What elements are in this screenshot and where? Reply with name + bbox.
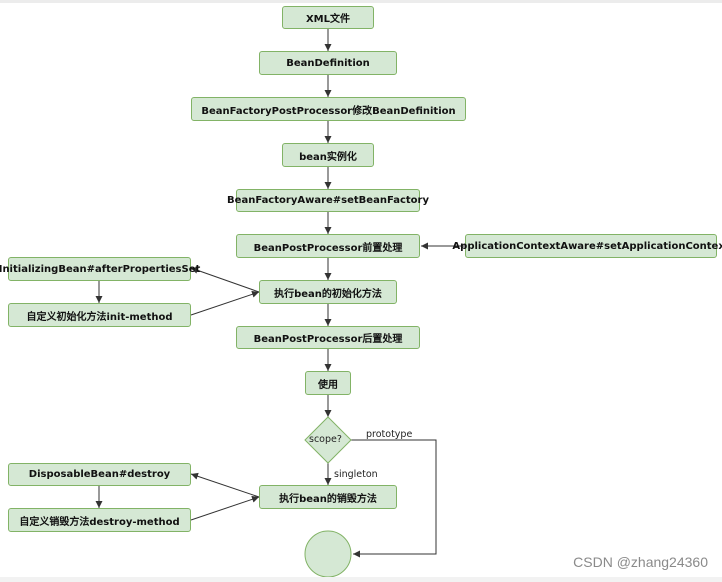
node-custom-destroy-method: 自定义销毁方法destroy-method <box>8 508 191 532</box>
node-app-context-aware: ApplicationContextAware#setApplicationCo… <box>452 234 722 258</box>
node-run-destroy-method: 执行bean的销毁方法 <box>259 485 397 509</box>
node-bfpp: BeanFactoryPostProcessor修改BeanDefinition <box>191 97 466 121</box>
node-bean-factory-aware: BeanFactoryAware#setBeanFactory <box>227 189 429 212</box>
node-bpp-before: BeanPostProcessor前置处理 <box>236 234 420 258</box>
edge-label-prototype: prototype <box>366 429 413 440</box>
edge-label-singleton: singleton <box>334 469 378 480</box>
edge-customdestroy-to-rundestroy <box>190 495 260 521</box>
node-use: 使用 <box>305 371 351 395</box>
watermark: CSDN @zhang24360 <box>573 554 708 570</box>
end-node-circle <box>304 530 352 578</box>
node-run-init-method: 执行bean的初始化方法 <box>259 280 397 304</box>
edge-rundestroy-to-disposable <box>190 472 260 498</box>
edge-scope-prototype-to-end <box>351 439 437 558</box>
node-xml-file: XML文件 <box>282 6 374 29</box>
scope-decision-diamond <box>304 416 352 464</box>
node-bean-instantiate: bean实例化 <box>282 143 374 167</box>
node-custom-init-method: 自定义初始化方法init-method <box>8 303 191 327</box>
node-disposable-bean: DisposableBean#destroy <box>8 463 191 486</box>
node-initializing-bean: InitializingBean#afterPropertiesSet <box>0 257 200 281</box>
node-bpp-after: BeanPostProcessor后置处理 <box>236 326 420 349</box>
top-border <box>0 0 722 3</box>
scope-decision-label: scope? <box>309 434 342 445</box>
node-bean-definition: BeanDefinition <box>259 51 397 75</box>
bottom-border <box>0 577 722 582</box>
edge-runinit-to-initializingbean <box>190 267 260 293</box>
edge-custominit-to-runinit <box>190 290 260 316</box>
